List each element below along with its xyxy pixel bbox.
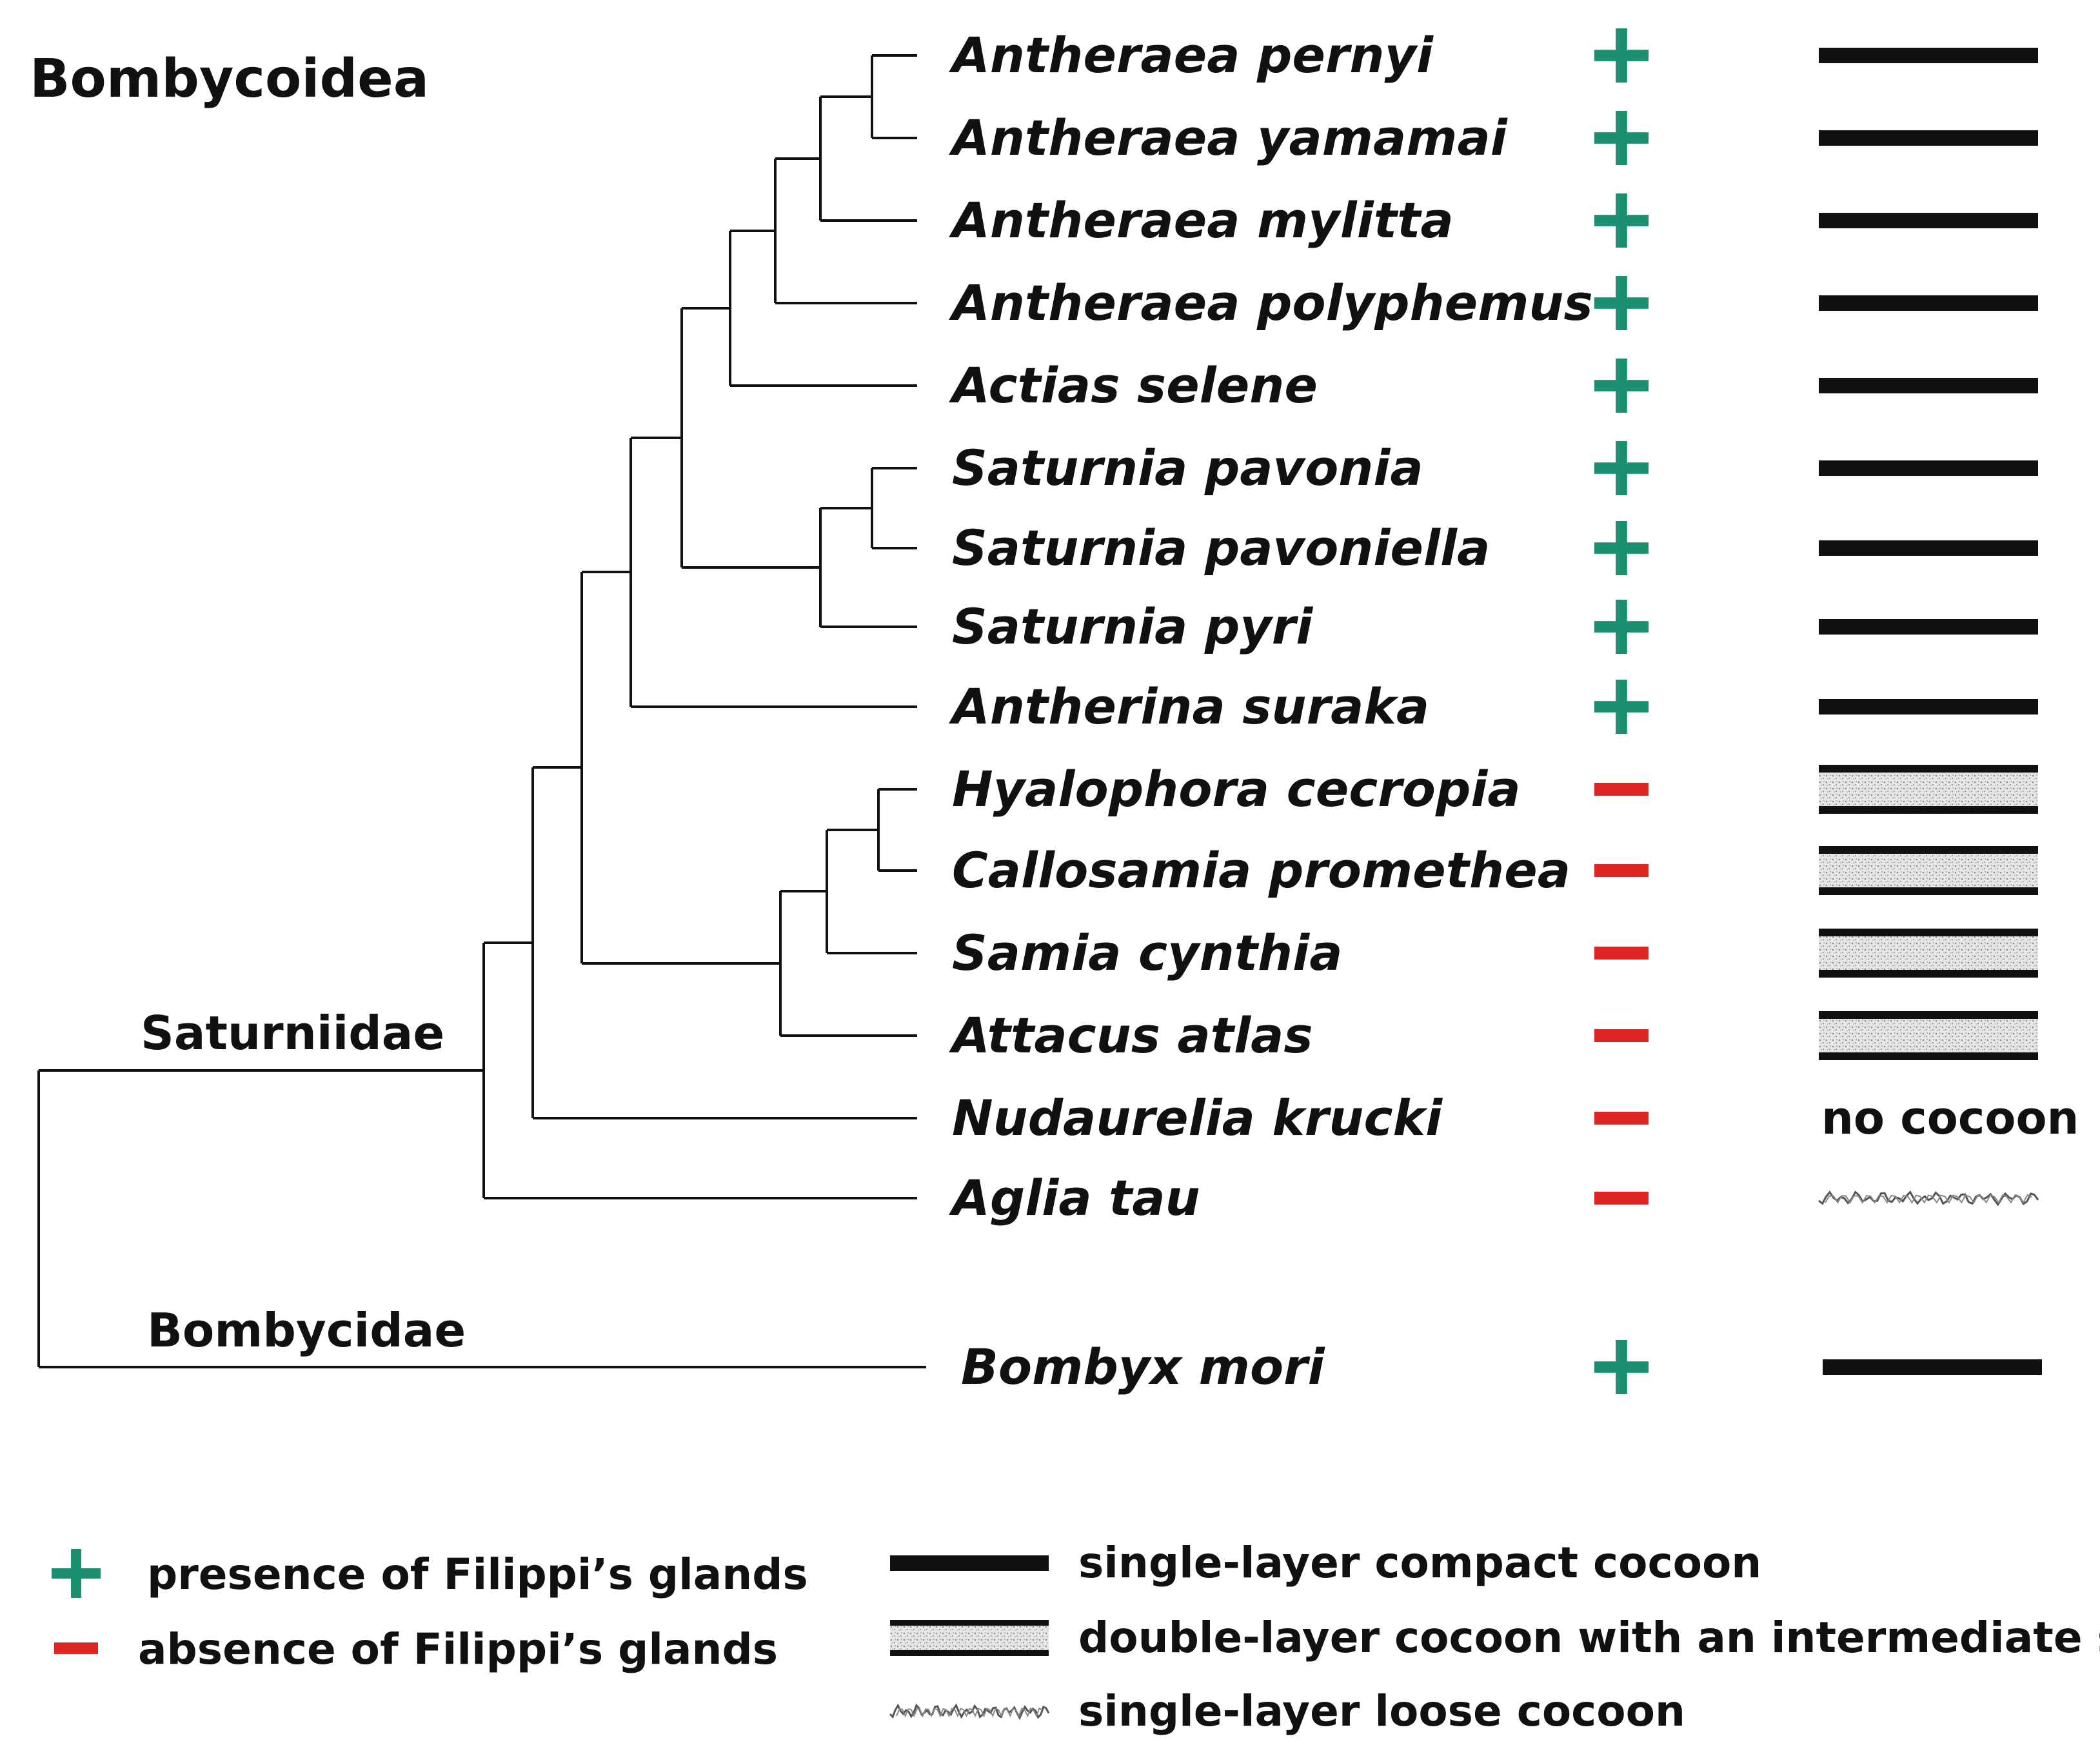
taxon-row: Samia cynthia <box>952 924 2038 981</box>
taxon-row: Aglia tau <box>949 1169 2039 1227</box>
taxon-row: Bombyx mori <box>961 1338 2042 1395</box>
gland-absence-icon <box>1594 864 1649 877</box>
cocoon-single-compact-icon <box>1819 540 2038 556</box>
phylogenetic-tree <box>37 54 926 1368</box>
taxon-name: Antheraea pernyi <box>949 26 1434 84</box>
taxon-name: Aglia tau <box>949 1169 1200 1227</box>
cocoon-single-loose-icon <box>889 1703 1050 1720</box>
no-cocoon-text: no cocoon <box>1821 1092 2079 1145</box>
taxon-name: Saturnia pavonia <box>952 439 1423 497</box>
gland-presence-icon <box>1594 276 1649 330</box>
taxon-name: Callosamia promethea <box>952 842 1570 899</box>
legend-gland-label: absence of Filippi’s glands <box>138 1624 778 1674</box>
taxon-row: Actias selene <box>949 357 2038 414</box>
taxon-row: Hyalophora cecropia <box>952 760 2038 818</box>
cocoon-single-loose-icon <box>1818 1190 2039 1207</box>
gland-presence-icon <box>1594 600 1649 654</box>
gland-absence-icon <box>1594 783 1649 796</box>
gland-absence-icon <box>1594 1029 1649 1042</box>
gland-absence-icon <box>54 1642 98 1654</box>
taxon-name: Samia cynthia <box>952 924 1342 981</box>
taxon-name: Antherina suraka <box>949 678 1429 735</box>
taxon-row: Nudaurelia krucki no cocoon <box>952 1089 2079 1147</box>
legend: presence of Filippi’s glands absence of F… <box>52 1538 2100 1736</box>
gland-absence-icon <box>1594 1112 1649 1125</box>
legend-cocoon-item: single-layer loose cocoon <box>889 1686 1685 1736</box>
legend-cocoon-item: double-layer cocoon with an intermediate… <box>890 1613 2100 1662</box>
cocoon-single-compact-icon <box>890 1555 1049 1571</box>
clade-label-saturniidae: Saturniidae <box>141 1006 444 1060</box>
cocoon-single-compact-icon <box>1819 130 2038 146</box>
cocoon-none-icon: no cocoon <box>1821 1092 2079 1145</box>
taxon-row: Attacus atlas <box>949 1007 2038 1064</box>
gland-presence-icon <box>1594 359 1649 413</box>
taxon-name: Saturnia pyri <box>952 598 1313 655</box>
clade-label-bombycidae: Bombycidae <box>147 1303 466 1357</box>
legend-cocoon-label: single-layer compact cocoon <box>1078 1538 1761 1588</box>
taxon-row: Saturnia pavoniella <box>952 519 2038 576</box>
taxon-row: Callosamia promethea <box>952 842 2038 899</box>
cocoon-double-layer-icon <box>1819 929 2038 978</box>
taxon-row: Antheraea mylitta <box>949 192 2038 249</box>
legend-cocoons: single-layer compact cocoon double-layer … <box>889 1538 2100 1736</box>
taxon-row: Antherina suraka <box>949 678 2038 735</box>
taxon-name: Attacus atlas <box>949 1007 1313 1064</box>
legend-gland-item: absence of Filippi’s glands <box>54 1624 778 1674</box>
cocoon-double-layer-icon <box>1819 765 2038 814</box>
cocoon-single-compact-icon <box>1819 213 2038 228</box>
legend-cocoon-item: single-layer compact cocoon <box>890 1538 1761 1588</box>
gland-presence-icon <box>1594 521 1649 575</box>
cocoon-single-compact-icon <box>1819 699 2038 714</box>
legend-cocoon-label: double-layer cocoon with an intermediate… <box>1078 1613 2100 1662</box>
cocoon-single-compact-icon <box>1819 378 2038 393</box>
cocoon-single-compact-icon <box>1819 295 2038 311</box>
gland-presence-icon <box>1594 680 1649 734</box>
gland-absence-icon <box>1594 1192 1649 1205</box>
gland-absence-icon <box>1594 947 1649 960</box>
cocoon-single-compact-icon <box>1819 460 2038 476</box>
cocoon-double-layer-icon <box>1819 846 2038 895</box>
taxon-name: Antheraea mylitta <box>949 192 1454 249</box>
gland-presence-icon <box>1594 111 1649 165</box>
gland-presence-icon <box>52 1549 101 1598</box>
cocoon-single-compact-icon <box>1823 1359 2042 1375</box>
taxon-name: Bombyx mori <box>961 1338 1325 1395</box>
legend-gland-label: presence of Filippi’s glands <box>147 1550 808 1599</box>
taxon-name: Hyalophora cecropia <box>952 760 1521 818</box>
legend-cocoon-label: single-layer loose cocoon <box>1078 1686 1685 1736</box>
taxon-name: Antheraea polyphemus <box>949 274 1593 331</box>
superfamily-label: Bombycoidea <box>30 48 429 110</box>
taxon-name: Saturnia pavoniella <box>952 519 1490 576</box>
taxon-name: Nudaurelia krucki <box>952 1089 1443 1147</box>
gland-presence-icon <box>1594 28 1649 83</box>
cocoon-double-layer-icon <box>890 1620 1049 1656</box>
legend-gland-item: presence of Filippi’s glands <box>52 1549 808 1599</box>
cocoon-single-compact-icon <box>1819 619 2038 635</box>
taxon-row: Antheraea pernyi <box>949 26 2038 84</box>
taxon-name: Actias selene <box>949 357 1318 414</box>
cocoon-double-layer-icon <box>1819 1011 2038 1060</box>
legend-glands: presence of Filippi’s glands absence of F… <box>52 1549 808 1674</box>
taxon-name: Antheraea yamamai <box>949 109 1508 166</box>
taxon-row: Saturnia pavonia <box>952 439 2038 497</box>
cocoon-single-compact-icon <box>1819 48 2038 63</box>
taxon-row: Antheraea yamamai <box>949 109 2038 166</box>
taxon-row: Antheraea polyphemus <box>949 274 2038 331</box>
gland-presence-icon <box>1594 193 1649 248</box>
taxon-row: Saturnia pyri <box>952 598 2038 655</box>
gland-presence-icon <box>1594 441 1649 495</box>
gland-presence-icon <box>1594 1340 1649 1394</box>
